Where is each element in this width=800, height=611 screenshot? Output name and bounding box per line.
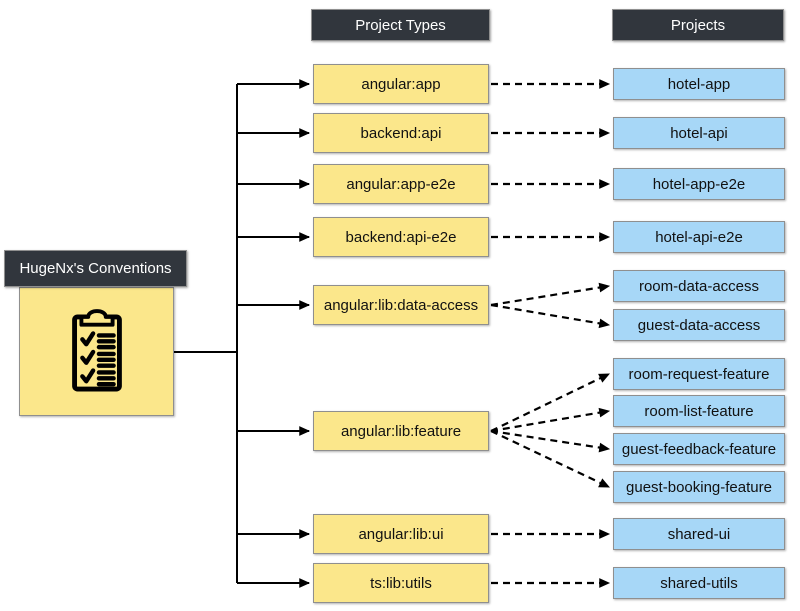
type-node-backend-api-e2e: backend:api-e2e — [313, 217, 489, 257]
project-node-shared-utils: shared-utils — [613, 567, 785, 599]
root-box — [19, 287, 174, 416]
column-header-project-types: Project Types — [311, 9, 490, 41]
project-node-room-list-feature: room-list-feature — [613, 395, 785, 427]
project-node-room-request-feature: room-request-feature — [613, 358, 785, 390]
project-node-room-data-access: room-data-access — [613, 270, 785, 302]
dashed-connectors — [490, 79, 611, 588]
type-node-angular-lib-ui: angular:lib:ui — [313, 514, 489, 554]
project-node-shared-ui: shared-ui — [613, 518, 785, 550]
clipboard-check-icon — [71, 308, 122, 391]
type-node-angular-lib-feature: angular:lib:feature — [313, 411, 489, 451]
type-node-angular-app-e2e: angular:app-e2e — [313, 164, 489, 204]
project-node-guest-booking-feature: guest-booking-feature — [613, 471, 785, 503]
project-node-hotel-app: hotel-app — [613, 68, 785, 100]
column-header-projects: Projects — [612, 9, 784, 41]
project-node-hotel-app-e2e: hotel-app-e2e — [613, 168, 785, 200]
project-node-guest-feedback-feature: guest-feedback-feature — [613, 433, 785, 465]
project-node-hotel-api-e2e: hotel-api-e2e — [613, 221, 785, 253]
solid-connectors — [174, 79, 311, 588]
type-node-angular-app: angular:app — [313, 64, 489, 104]
type-node-backend-api: backend:api — [313, 113, 489, 153]
project-node-guest-data-access: guest-data-access — [613, 309, 785, 341]
type-node-ts-lib-utils: ts:lib:utils — [313, 563, 489, 603]
root-title: HugeNx's Conventions — [4, 250, 187, 287]
type-node-angular-lib-data-access: angular:lib:data-access — [313, 285, 489, 325]
project-node-hotel-api: hotel-api — [613, 117, 785, 149]
